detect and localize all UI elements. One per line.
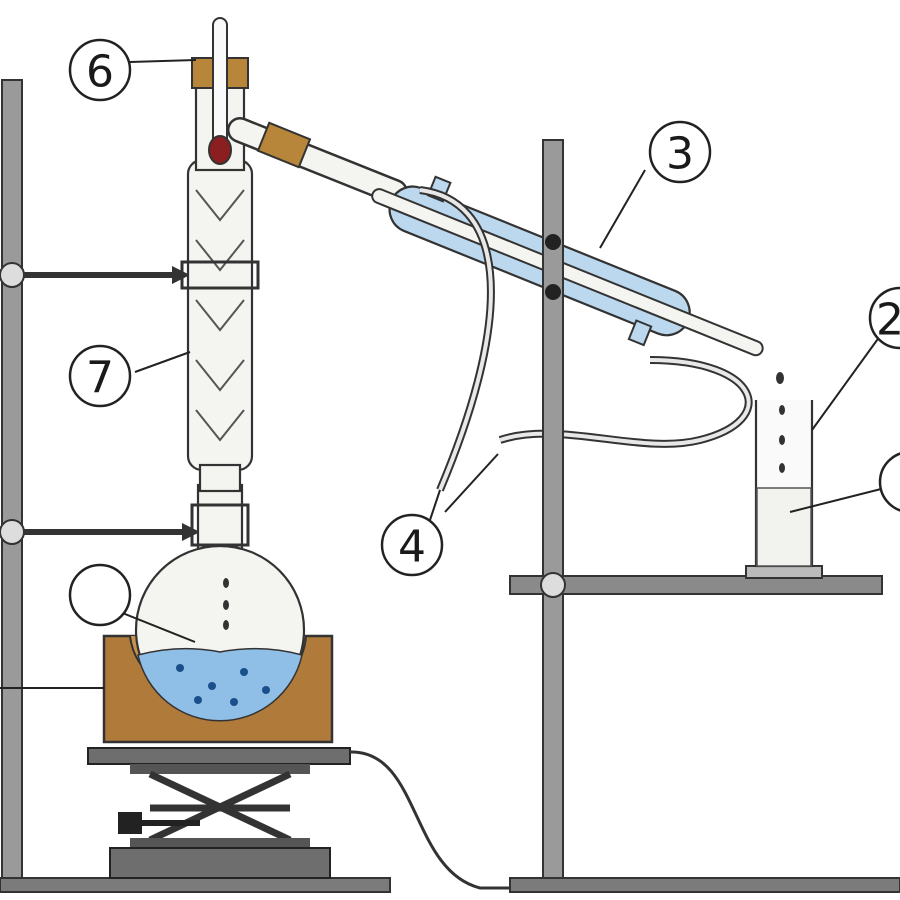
vapor-drops — [223, 578, 229, 630]
jack-base — [109, 847, 331, 879]
right-stand-rod — [542, 139, 564, 889]
label-3-ring — [648, 120, 712, 184]
label-3-text: 3 — [666, 129, 694, 180]
right-stand-base — [509, 877, 900, 893]
thermometer-stem — [212, 17, 228, 147]
column-joint — [198, 463, 242, 493]
condenser-assembly — [227, 117, 784, 492]
label-7 — [68, 563, 132, 627]
round-bottom-flask — [134, 483, 306, 722]
upper-clamp-screw — [0, 262, 25, 288]
side-arm-stopper — [256, 121, 312, 169]
label-5: 6 — [68, 38, 132, 102]
column-indentations — [195, 189, 245, 442]
receiver-platform — [509, 575, 883, 595]
left-stand-base — [0, 877, 391, 893]
right-retort-stand — [509, 139, 900, 893]
water-tube-out — [419, 188, 493, 491]
label-2-text: 2 — [876, 295, 900, 346]
jack-top-plate — [87, 747, 351, 765]
label-1-partial — [878, 452, 900, 512]
leader-lines — [119, 59, 886, 643]
label-4-text: 4 — [398, 522, 426, 573]
column-body — [186, 158, 254, 472]
jack-scissors — [148, 770, 292, 844]
lab-jack — [87, 747, 351, 879]
label-2-ring — [868, 286, 900, 350]
column-clamp — [180, 260, 260, 290]
leader-3 — [599, 169, 646, 249]
label-6-text: 7 — [86, 353, 114, 404]
power-cord — [349, 750, 520, 890]
thermometer-assembly — [191, 17, 249, 165]
jack-upper-rail — [130, 764, 310, 774]
label-4-ring — [380, 513, 444, 577]
leader-4a — [429, 489, 441, 521]
receiving-cylinder — [745, 400, 823, 579]
leader-4b — [444, 453, 499, 513]
leader-5 — [129, 59, 197, 63]
label-6: 7 — [68, 344, 132, 408]
distillate-drop — [776, 372, 784, 384]
distillate — [756, 487, 812, 567]
label-5-text: 6 — [86, 47, 114, 98]
left-stand-rod — [1, 79, 23, 889]
water-tube-in-outline — [498, 356, 753, 448]
leader-2 — [811, 335, 881, 431]
falling-drops — [779, 405, 785, 473]
jack-lower-rail — [130, 838, 310, 848]
label-1-ring — [878, 452, 900, 512]
condenser-inner-tube — [371, 188, 764, 357]
leader-6 — [134, 351, 191, 373]
cylinder-base — [745, 565, 823, 579]
leader-1 — [789, 487, 886, 513]
flask-neck — [196, 483, 244, 555]
label-5-ring — [68, 38, 132, 102]
lower-clamp-screw — [0, 519, 25, 545]
water-inlet-nozzle — [627, 319, 653, 347]
label-7-ring — [68, 563, 132, 627]
leader-7 — [119, 611, 196, 643]
label-2: 2 — [868, 286, 900, 350]
label-6-ring — [68, 344, 132, 408]
condenser-clamp-knot — [545, 234, 561, 250]
thermometer-bulb — [208, 135, 232, 165]
label-4: 4 — [380, 513, 444, 577]
platform-clamp-screw — [540, 572, 566, 598]
jack-knob — [118, 812, 142, 834]
boiling-chips — [176, 664, 270, 706]
condenser-clamp-knot-2 — [545, 284, 561, 300]
label-3: 3 — [648, 120, 712, 184]
